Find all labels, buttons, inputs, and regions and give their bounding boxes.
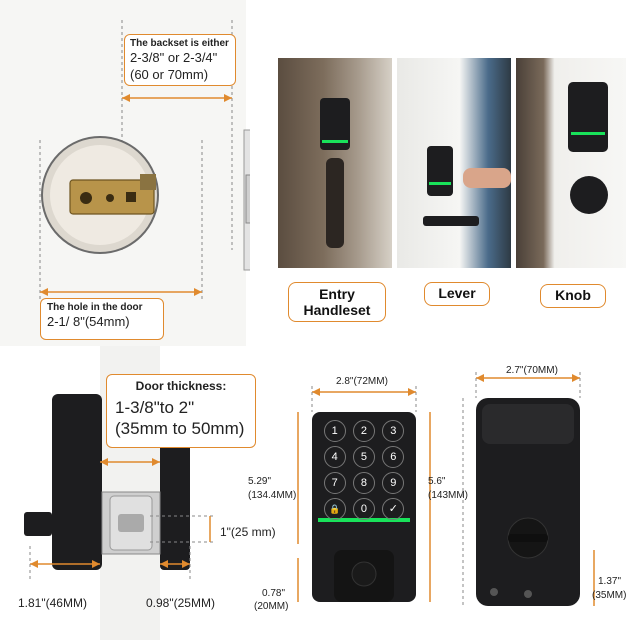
handleset (326, 158, 344, 248)
lock-key: 🔒 (323, 498, 346, 520)
keypad-lock (427, 146, 453, 196)
key-3: 3 (382, 420, 405, 442)
key-9: 9 (382, 472, 405, 494)
key-4: 4 (323, 446, 346, 468)
front-height-label-b: (134.4MM) (248, 490, 297, 501)
thickness-line2: (35mm to 50mm) (115, 419, 245, 438)
green-light-bar (429, 182, 451, 185)
backset-callout: The backset is either 2-3/8" or 2-3/4" (… (124, 34, 236, 86)
side-lock-exterior (52, 394, 102, 570)
thickness-caption: Door thickness: (135, 379, 227, 393)
key-2: 2 (352, 420, 375, 442)
knob-photo (516, 58, 626, 268)
hole-callout: The hole in the door 2-1/ 8"(54mm) (40, 298, 164, 340)
backset-line1: 2-3/8" or 2-3/4" (130, 50, 218, 65)
hole-value: 2-1/ 8"(54mm) (47, 314, 130, 329)
keypad-grid: 1 2 3 4 5 6 7 8 9 🔒 0 ✓ (320, 420, 408, 520)
key-8: 8 (352, 472, 375, 494)
front-width-label: 2.8"(72MM) (336, 376, 388, 387)
keypad-lock (568, 82, 608, 152)
back-width-label: 2.7"(70MM) (506, 365, 558, 376)
lever-handle (423, 216, 479, 226)
lever-label: Lever (424, 282, 490, 306)
thickness-callout: Door thickness: 1-3/8"to 2" (35mm to 50m… (106, 374, 256, 448)
thickness-line1: 1-3/8"to 2" (115, 398, 195, 417)
depth-inner-label: 0.98"(25MM) (146, 596, 215, 610)
hole-caption: The hole in the door (47, 302, 143, 313)
entry-label-line2: Handleset (303, 302, 371, 318)
door-background (397, 58, 511, 268)
thumb-turn (24, 512, 52, 536)
front-green-bar (318, 518, 410, 522)
green-light-bar (322, 140, 348, 143)
key-1: 1 (323, 420, 346, 442)
front-total-label-a: 5.6" (428, 476, 446, 487)
check-key: ✓ (382, 498, 405, 520)
back-bottom-label-b: (35MM) (592, 590, 627, 601)
front-height-label-a: 5.29" (248, 476, 272, 487)
latch-height-label: 1"(25 mm) (220, 525, 276, 539)
green-light-bar (571, 132, 605, 135)
knob-label: Knob (540, 284, 606, 308)
entry-label-line1: Entry (319, 286, 355, 302)
depth-outer-label: 1.81"(46MM) (18, 596, 87, 610)
key-7: 7 (323, 472, 346, 494)
backset-line2: (60 or 70mm) (130, 67, 209, 82)
backset-caption: The backset is either (130, 38, 229, 49)
entry-handleset-label: Entry Handleset (288, 282, 386, 322)
front-bottom-label-a: 0.78" (262, 588, 286, 599)
back-bottom-label-a: 1.37" (598, 576, 622, 587)
hand (463, 168, 511, 188)
side-lock-interior (160, 440, 190, 570)
entry-handleset-photo (278, 58, 392, 268)
door-knob (570, 176, 608, 214)
key-0: 0 (352, 498, 375, 520)
key-6: 6 (382, 446, 405, 468)
key-5: 5 (352, 446, 375, 468)
lever-photo (397, 58, 511, 268)
backset-diagram (39, 20, 250, 300)
front-bottom-label-b: (20MM) (254, 601, 289, 612)
back-lock-body (476, 398, 580, 606)
front-total-label-b: (143MM) (428, 490, 469, 501)
